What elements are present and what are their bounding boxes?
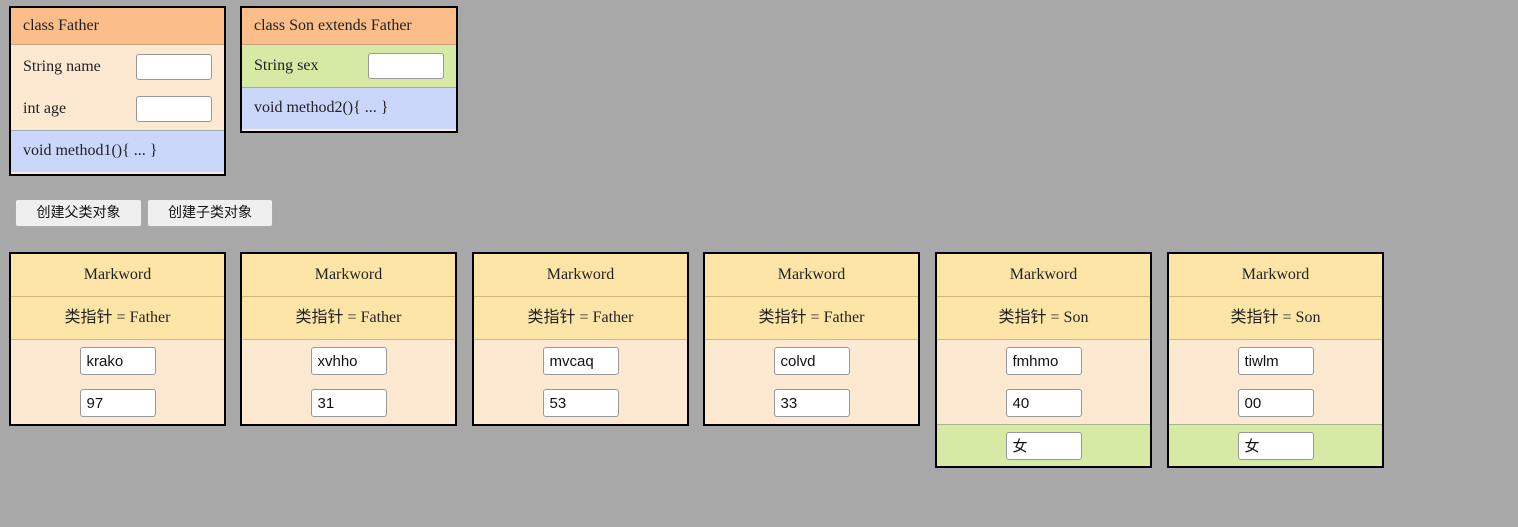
object-name-row xyxy=(242,340,455,382)
object-name-row xyxy=(705,340,918,382)
father-field-age-label: int age xyxy=(23,100,67,117)
object-name-input[interactable] xyxy=(773,347,850,375)
object-card: Markword 类指针 = Father xyxy=(472,252,689,426)
object-name-row xyxy=(1169,340,1382,382)
father-field-age: int age xyxy=(11,88,224,130)
object-class-pointer: 类指针 = Father xyxy=(11,297,224,340)
create-father-object-button[interactable]: 创建父类对象 xyxy=(15,199,142,227)
object-name-input[interactable] xyxy=(310,347,387,375)
father-class-fields: String name int age xyxy=(11,45,224,130)
object-sex-row xyxy=(937,424,1150,466)
father-class-box: class Father String name int age void me… xyxy=(9,6,226,176)
object-age-input[interactable] xyxy=(1237,389,1314,417)
son-class-box: class Son extends Father String sex void… xyxy=(240,6,458,133)
father-class-title: class Father xyxy=(11,8,224,45)
object-age-row xyxy=(937,382,1150,424)
object-name-row xyxy=(474,340,687,382)
object-card: Markword 类指针 = Father xyxy=(240,252,457,426)
father-method: void method1(){ ... } xyxy=(11,130,224,172)
object-age-input[interactable] xyxy=(1005,389,1082,417)
object-sex-row xyxy=(1169,424,1382,466)
object-age-input[interactable] xyxy=(310,389,387,417)
object-card: Markword 类指针 = Son xyxy=(1167,252,1384,468)
object-markword: Markword xyxy=(937,254,1150,297)
object-markword: Markword xyxy=(474,254,687,297)
father-field-name-label: String name xyxy=(23,58,101,75)
object-sex-input[interactable] xyxy=(1237,431,1314,460)
create-son-object-button[interactable]: 创建子类对象 xyxy=(147,199,273,227)
object-name-row xyxy=(937,340,1150,382)
object-card: Markword 类指针 = Son xyxy=(935,252,1152,468)
object-class-pointer: 类指针 = Father xyxy=(474,297,687,340)
father-field-age-input[interactable] xyxy=(136,96,212,122)
object-age-row xyxy=(1169,382,1382,424)
object-name-input[interactable] xyxy=(79,347,156,375)
object-class-pointer: 类指针 = Father xyxy=(705,297,918,340)
object-age-row xyxy=(705,382,918,424)
object-name-input[interactable] xyxy=(1237,347,1314,375)
object-markword: Markword xyxy=(705,254,918,297)
object-class-pointer: 类指针 = Father xyxy=(242,297,455,340)
object-sex-input[interactable] xyxy=(1005,431,1082,460)
object-age-row xyxy=(474,382,687,424)
object-age-row xyxy=(11,382,224,424)
object-age-input[interactable] xyxy=(773,389,850,417)
father-field-name: String name xyxy=(11,46,224,88)
father-field-name-input[interactable] xyxy=(136,54,212,80)
object-name-input[interactable] xyxy=(1005,347,1082,375)
object-markword: Markword xyxy=(1169,254,1382,297)
son-field-sex: String sex xyxy=(242,45,456,87)
object-name-input[interactable] xyxy=(542,347,619,375)
son-field-sex-input[interactable] xyxy=(368,53,444,79)
object-class-pointer: 类指针 = Son xyxy=(1169,297,1382,340)
object-name-row xyxy=(11,340,224,382)
object-age-input[interactable] xyxy=(542,389,619,417)
object-age-row xyxy=(242,382,455,424)
object-card: Markword 类指针 = Father xyxy=(9,252,226,426)
object-age-input[interactable] xyxy=(79,389,156,417)
son-method: void method2(){ ... } xyxy=(242,87,456,129)
object-markword: Markword xyxy=(242,254,455,297)
son-field-sex-label: String sex xyxy=(254,57,319,74)
object-markword: Markword xyxy=(11,254,224,297)
object-card: Markword 类指针 = Father xyxy=(703,252,920,426)
object-class-pointer: 类指针 = Son xyxy=(937,297,1150,340)
son-class-title: class Son extends Father xyxy=(242,8,456,45)
